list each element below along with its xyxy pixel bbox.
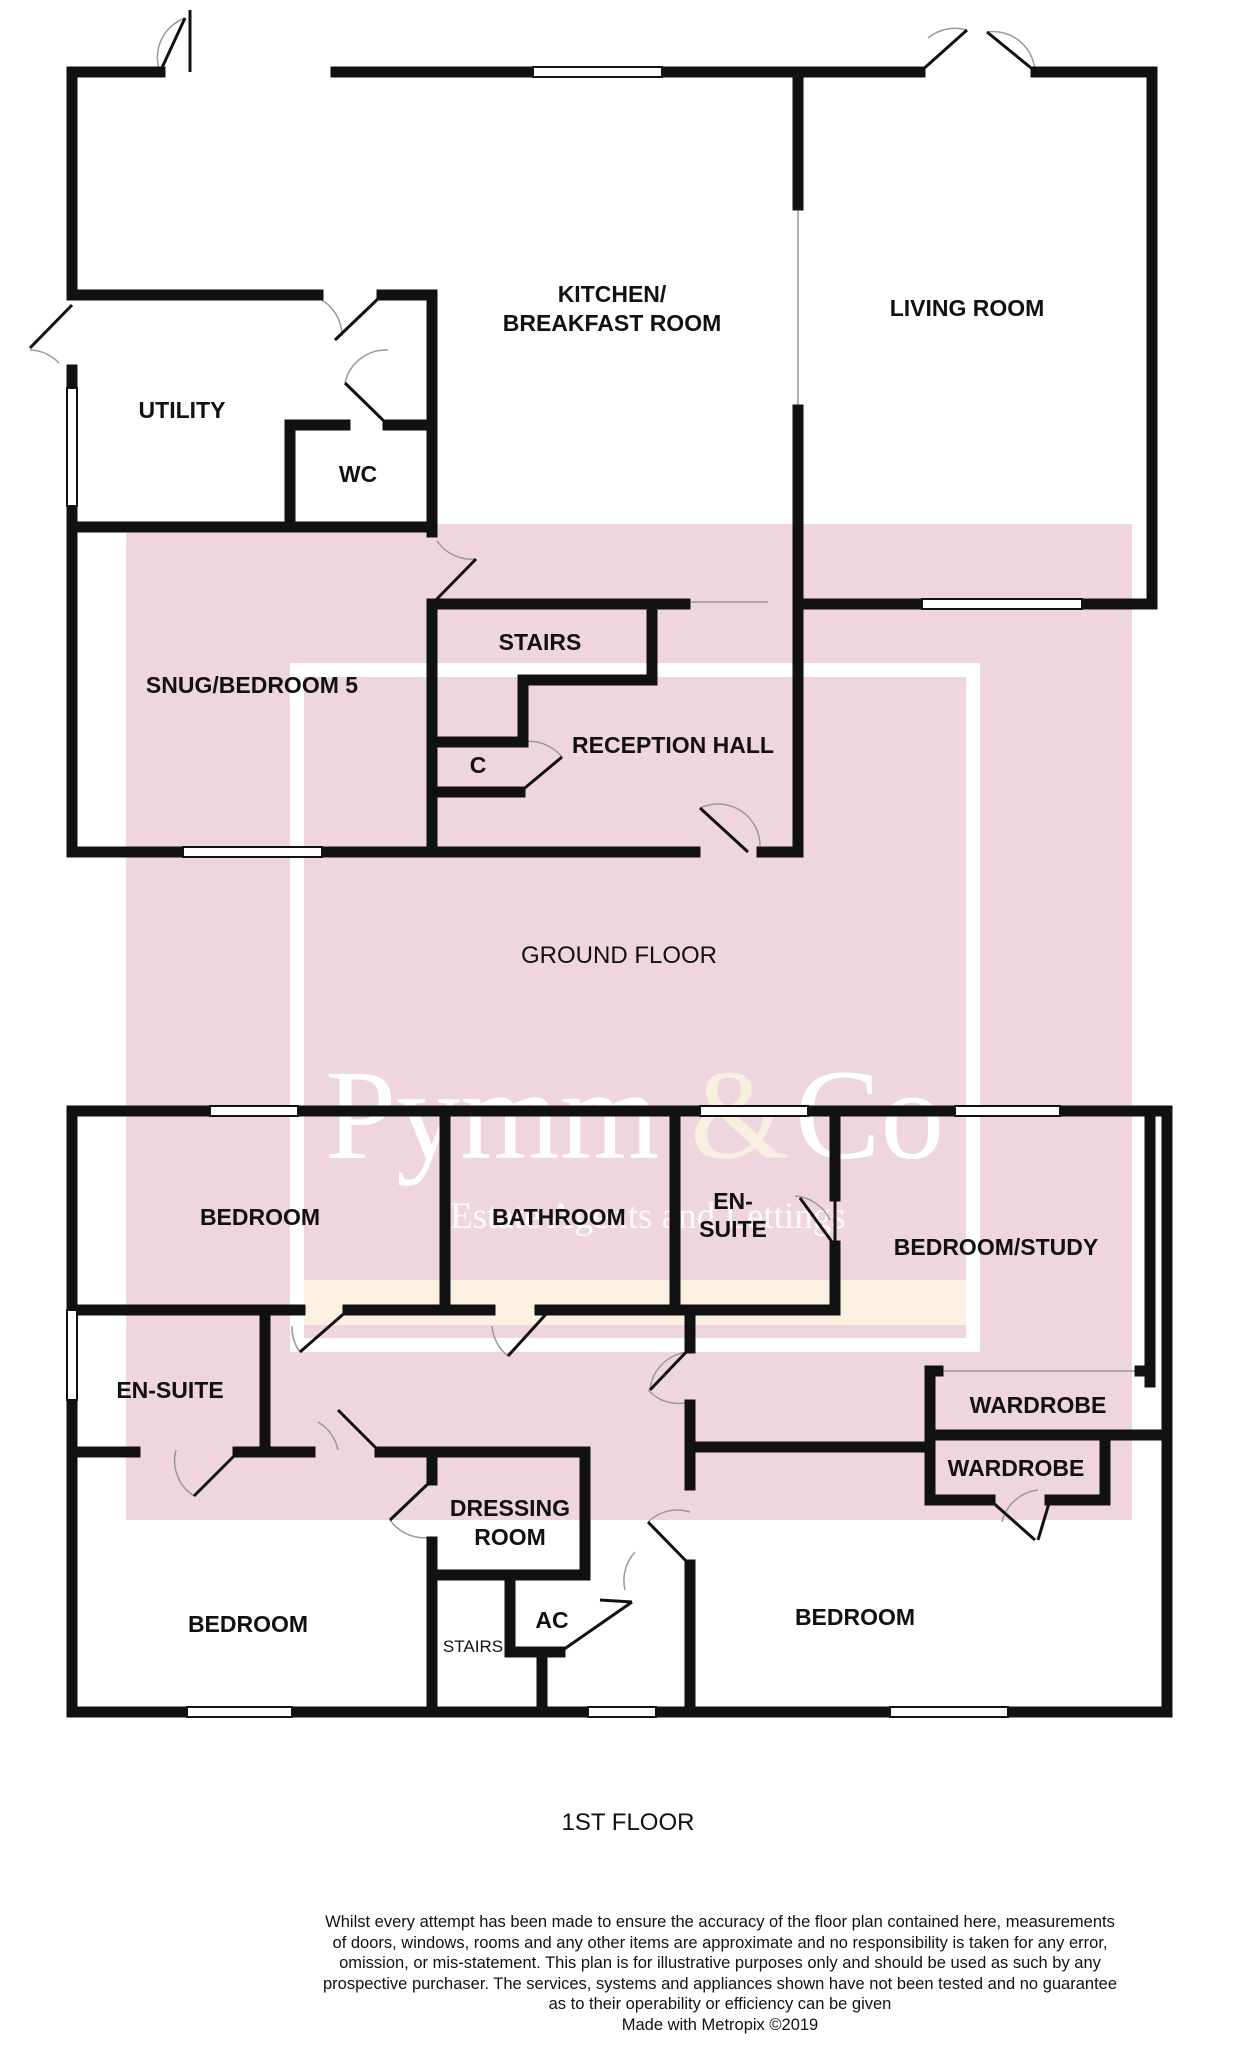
room-label-snug: SNUG/BEDROOM 5	[146, 672, 358, 698]
door-wardrobe-lower-leaf	[1036, 1499, 1052, 1541]
disclaimer-line: of doors, windows, rooms and any other i…	[332, 1933, 1108, 1952]
room-label-bedroom-top-left: BEDROOM	[200, 1204, 320, 1230]
room-label-ensuite-top-line2: SUITE	[699, 1216, 767, 1242]
window-bedroom-study	[954, 1105, 1061, 1117]
window-bedroom-bottom-right	[889, 1706, 1009, 1718]
room-label-kitchen-line1: KITCHEN/	[558, 281, 667, 307]
door-utility-kitchen	[333, 293, 384, 342]
door-cupboard	[519, 755, 563, 794]
door-wardrobe-lower	[989, 1498, 1036, 1542]
door-bedroom-top-left	[299, 1308, 349, 1354]
first-floor-plan: BEDROOM BATHROOM EN- SUITE BEDROOM/STUDY…	[66, 1105, 1173, 1836]
room-label-bathroom: BATHROOM	[492, 1204, 626, 1230]
watermark-tagline: Estate Agents and Lettings	[450, 1196, 846, 1237]
door-airing-cupboard	[559, 1600, 633, 1654]
ground-floor-thin-lines	[29, 17, 1036, 847]
room-label-bedroom-study: BEDROOM/STUDY	[894, 1234, 1098, 1260]
first-floor-labels: BEDROOM BATHROOM EN- SUITE BEDROOM/STUDY…	[116, 1188, 1106, 1656]
room-label-utility: UTILITY	[139, 397, 226, 423]
room-label-wardrobe-lower: WARDROBE	[948, 1455, 1085, 1481]
door-bathroom	[506, 1310, 550, 1358]
room-label-stairs: STAIRS	[499, 629, 582, 655]
first-floor-doors	[192, 1196, 1052, 1654]
window-utility-left	[66, 387, 78, 507]
watermark-cream-band	[304, 1280, 966, 1325]
ground-floor-doors	[28, 10, 1037, 854]
door-living-french-right	[986, 30, 1037, 74]
door-front	[698, 806, 750, 854]
door-utility-side	[28, 303, 74, 350]
door-dressing-room	[388, 1478, 434, 1522]
window-bedroom-top-left	[209, 1105, 299, 1117]
room-label-bedroom-bottom-right: BEDROOM	[795, 1604, 915, 1630]
door-airing-cupboard-jamb	[599, 1598, 633, 1604]
room-label-wc: WC	[339, 461, 377, 487]
window-living-bottom	[921, 598, 1083, 610]
door-ensuite-left	[192, 1450, 240, 1498]
door-rear-garden	[158, 17, 187, 73]
disclaimer-line: Whilst every attempt has been made to en…	[325, 1913, 1115, 1931]
ground-floor-windows	[66, 66, 1083, 858]
door-living-french-left	[919, 28, 968, 74]
window-bathroom	[699, 1105, 809, 1117]
disclaimer-text: Whilst every attempt has been made to en…	[270, 1912, 1170, 2035]
room-label-reception-hall: RECEPTION HALL	[572, 732, 774, 758]
first-floor-windows	[66, 1105, 1061, 1718]
disclaimer-line: as to their operability or efficiency ca…	[548, 1995, 892, 2013]
disclaimer-line: omission, or mis-statement. This plan is…	[339, 1954, 1101, 1972]
ground-floor-labels: KITCHEN/ BREAKFAST ROOM LIVING ROOM UTIL…	[139, 281, 1045, 778]
room-label-kitchen-line2: BREAKFAST ROOM	[503, 310, 722, 336]
first-floor-title: 1ST FLOOR	[562, 1809, 695, 1836]
metropix-credit: Made with Metropix ©2019	[621, 2015, 819, 2034]
room-label-dressing-line2: ROOM	[474, 1524, 546, 1550]
ground-floor-title: GROUND FLOOR	[521, 942, 717, 969]
room-label-stairs-first: STAIRS	[443, 1637, 503, 1656]
room-label-dressing-line1: DRESSING	[450, 1495, 570, 1521]
room-label-bedroom-bottom-left: BEDROOM	[188, 1611, 308, 1637]
door-bedroom-bottom-right	[646, 1520, 692, 1567]
door-wc	[343, 381, 390, 427]
window-stairs-landing	[587, 1706, 657, 1718]
door-bedroom-study	[648, 1346, 692, 1392]
window-ensuite-left	[66, 1309, 78, 1401]
watermark-inner-frame	[290, 663, 980, 1352]
room-label-living-room: LIVING ROOM	[890, 295, 1045, 321]
ground-floor-walls	[66, 66, 1158, 858]
room-label-ensuite-top-line1: EN-	[713, 1188, 753, 1214]
disclaimer-line: prospective purchaser. The services, sys…	[322, 1974, 1118, 1993]
room-label-ensuite-left: EN-SUITE	[116, 1377, 223, 1403]
room-label-airing-cupboard: AC	[535, 1607, 568, 1633]
first-floor-walls	[66, 1105, 1173, 1718]
room-label-wardrobe-upper: WARDROBE	[970, 1392, 1107, 1418]
window-bedroom-bottom-left	[186, 1706, 293, 1718]
door-snug	[430, 557, 478, 606]
window-kitchen-top	[532, 66, 663, 78]
door-ensuite-top-leaf	[798, 1197, 837, 1247]
room-label-cupboard: C	[470, 752, 487, 778]
window-snug-bottom	[182, 846, 323, 858]
door-bedroom-bottom-left	[336, 1408, 382, 1454]
ground-floor-plan: KITCHEN/ BREAKFAST ROOM LIVING ROOM UTIL…	[28, 10, 1158, 969]
